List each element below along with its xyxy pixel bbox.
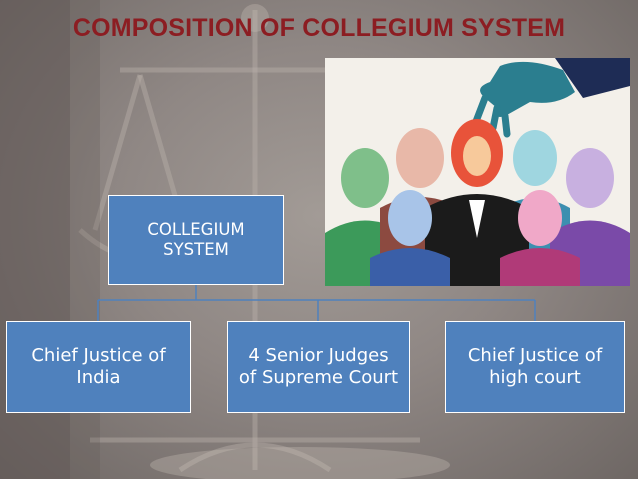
chief-justice-of-high-court-label: Chief Justice of high court (467, 345, 603, 388)
chief-justice-of-india-node: Chief Justice of India (6, 321, 191, 413)
collegium-judges-illustration (325, 58, 630, 286)
chief-justice-of-india-label: Chief Justice of India (31, 345, 166, 388)
picking-hand-icon (471, 58, 630, 138)
collegium-system-node: COLLEGIUM SYSTEM (108, 195, 284, 285)
slide-title: COMPOSITION OF COLLEGIUM SYSTEM (72, 14, 566, 42)
collegium-system-label: COLLEGIUM SYSTEM (147, 219, 245, 259)
chief-justice-of-high-court-node: Chief Justice of high court (445, 321, 625, 413)
judges-group-icon (325, 58, 630, 286)
senior-judges-node: 4 Senior Judges of Supreme Court (227, 321, 410, 413)
senior-judges-label: 4 Senior Judges of Supreme Court (238, 345, 399, 388)
